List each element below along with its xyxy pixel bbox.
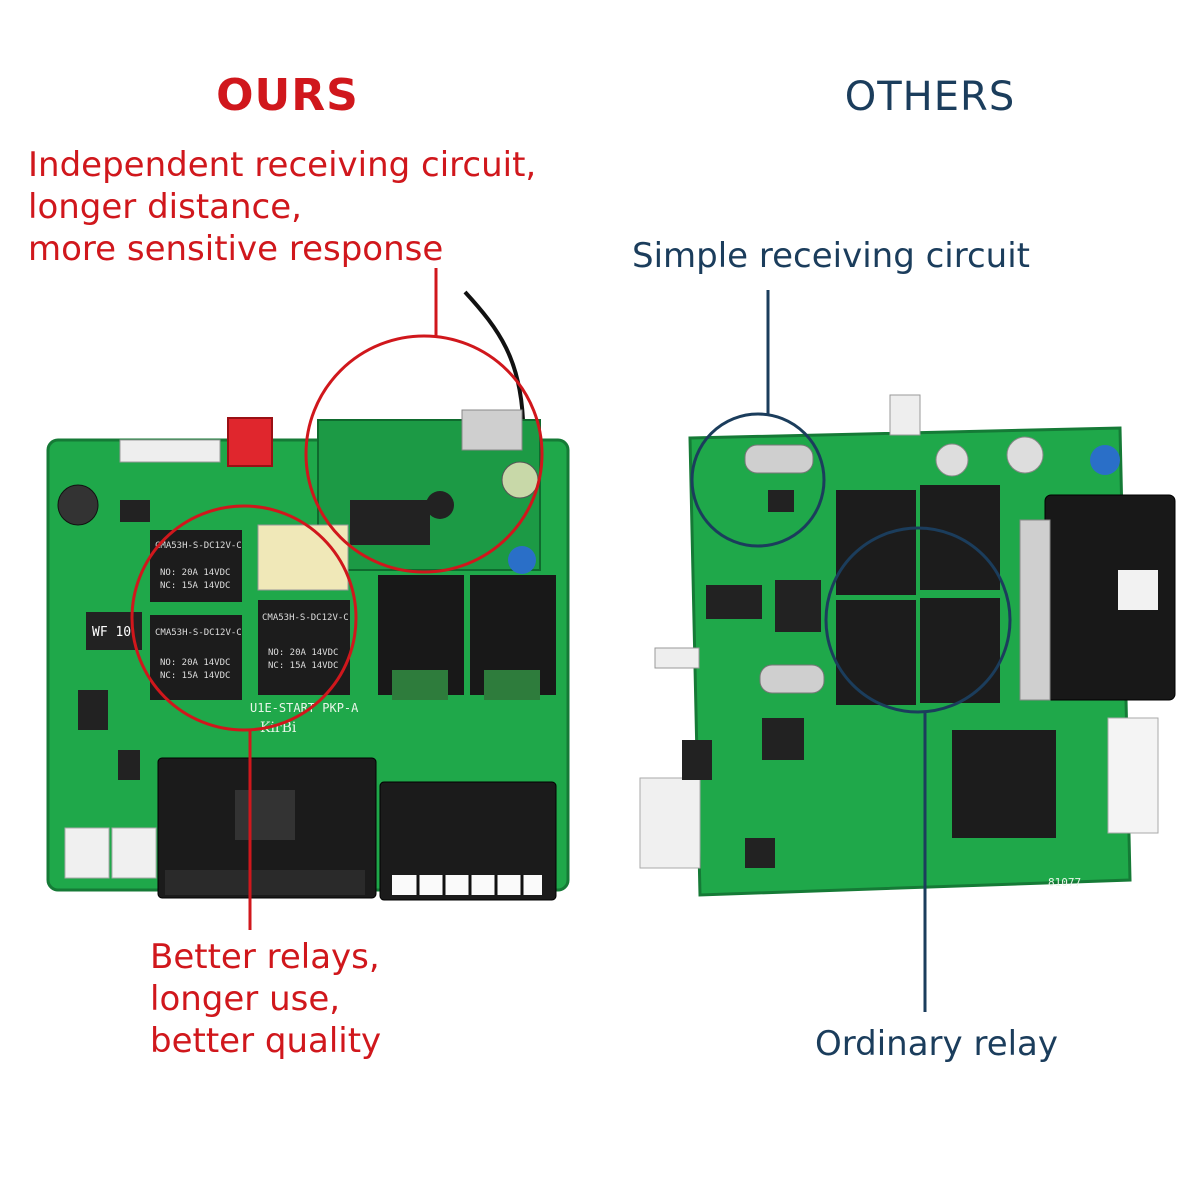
relay-white (257, 524, 349, 591)
ours-relays-line-2: longer use, (150, 979, 341, 1019)
relays-highlight-circle (130, 504, 358, 732)
ours-receiver-callout: Independent receiving circuit, longer di… (28, 144, 536, 270)
others-relay-4 (920, 598, 1000, 703)
ours-relays-line-3: better quality (150, 1021, 382, 1061)
relay-1-label: CMA53H-S-DC12V-C (155, 541, 242, 551)
others-circuit-board: 81077 (639, 290, 1176, 1012)
receiver-highlight-circle (304, 334, 544, 574)
relay-2-rating-nc: NC: 15A 14VDC (160, 671, 230, 681)
relay-1-rating: NO: 20A 14VDC (160, 568, 230, 578)
red-connector (227, 417, 273, 467)
ours-receiver-line-1: Independent receiving circuit, (28, 145, 537, 185)
others-board-code: 81077 (1048, 876, 1081, 889)
ours-relays-line-1: Better relays, (150, 937, 380, 977)
relay-3-label: CMA53H-S-DC12V-C (262, 613, 349, 623)
antenna-wire (463, 290, 525, 421)
others-receiver-callout: Simple receiving circuit (632, 236, 1031, 276)
others-receiver-highlight-circle (690, 412, 826, 548)
fuse-label: WF 10 (92, 625, 131, 640)
relay-3-rating: NO: 20A 14VDC (268, 648, 338, 658)
relay-3 (258, 600, 350, 695)
ours-circuit-board: WF 10 CMA53H-S-DC12V-C NO: 20A 14VDC NC:… (46, 268, 570, 930)
crystal-1 (744, 444, 814, 474)
others-relay-1 (836, 490, 916, 595)
others-relay-highlight-circle (824, 526, 1012, 714)
ours-heading: OURS (216, 70, 359, 121)
others-relay-5 (952, 730, 1056, 838)
ours-relays-callout: Better relays, longer use, better qualit… (150, 936, 381, 1062)
relay-2-rating: NO: 20A 14VDC (160, 658, 230, 668)
others-heading: OTHERS (844, 74, 1016, 120)
board-label: U1E-START PKP-A (250, 701, 359, 715)
others-relay-callout: Ordinary relay (815, 1024, 1059, 1064)
relay-2 (150, 615, 242, 700)
relay-2-label: CMA53H-S-DC12V-C (155, 628, 242, 638)
ours-receiver-line-3: more sensitive response (28, 229, 444, 269)
power-connector-right (379, 781, 557, 901)
relay-3-rating-nc: NC: 15A 14VDC (268, 661, 338, 671)
ours-receiver-line-2: longer distance, (28, 187, 302, 227)
brand-label: KirBi (260, 720, 297, 736)
crystal-2 (759, 664, 825, 694)
relay-1 (150, 530, 242, 602)
relay-1-rating-nc: NC: 15A 14VDC (160, 581, 230, 591)
others-relay-3 (836, 600, 916, 705)
